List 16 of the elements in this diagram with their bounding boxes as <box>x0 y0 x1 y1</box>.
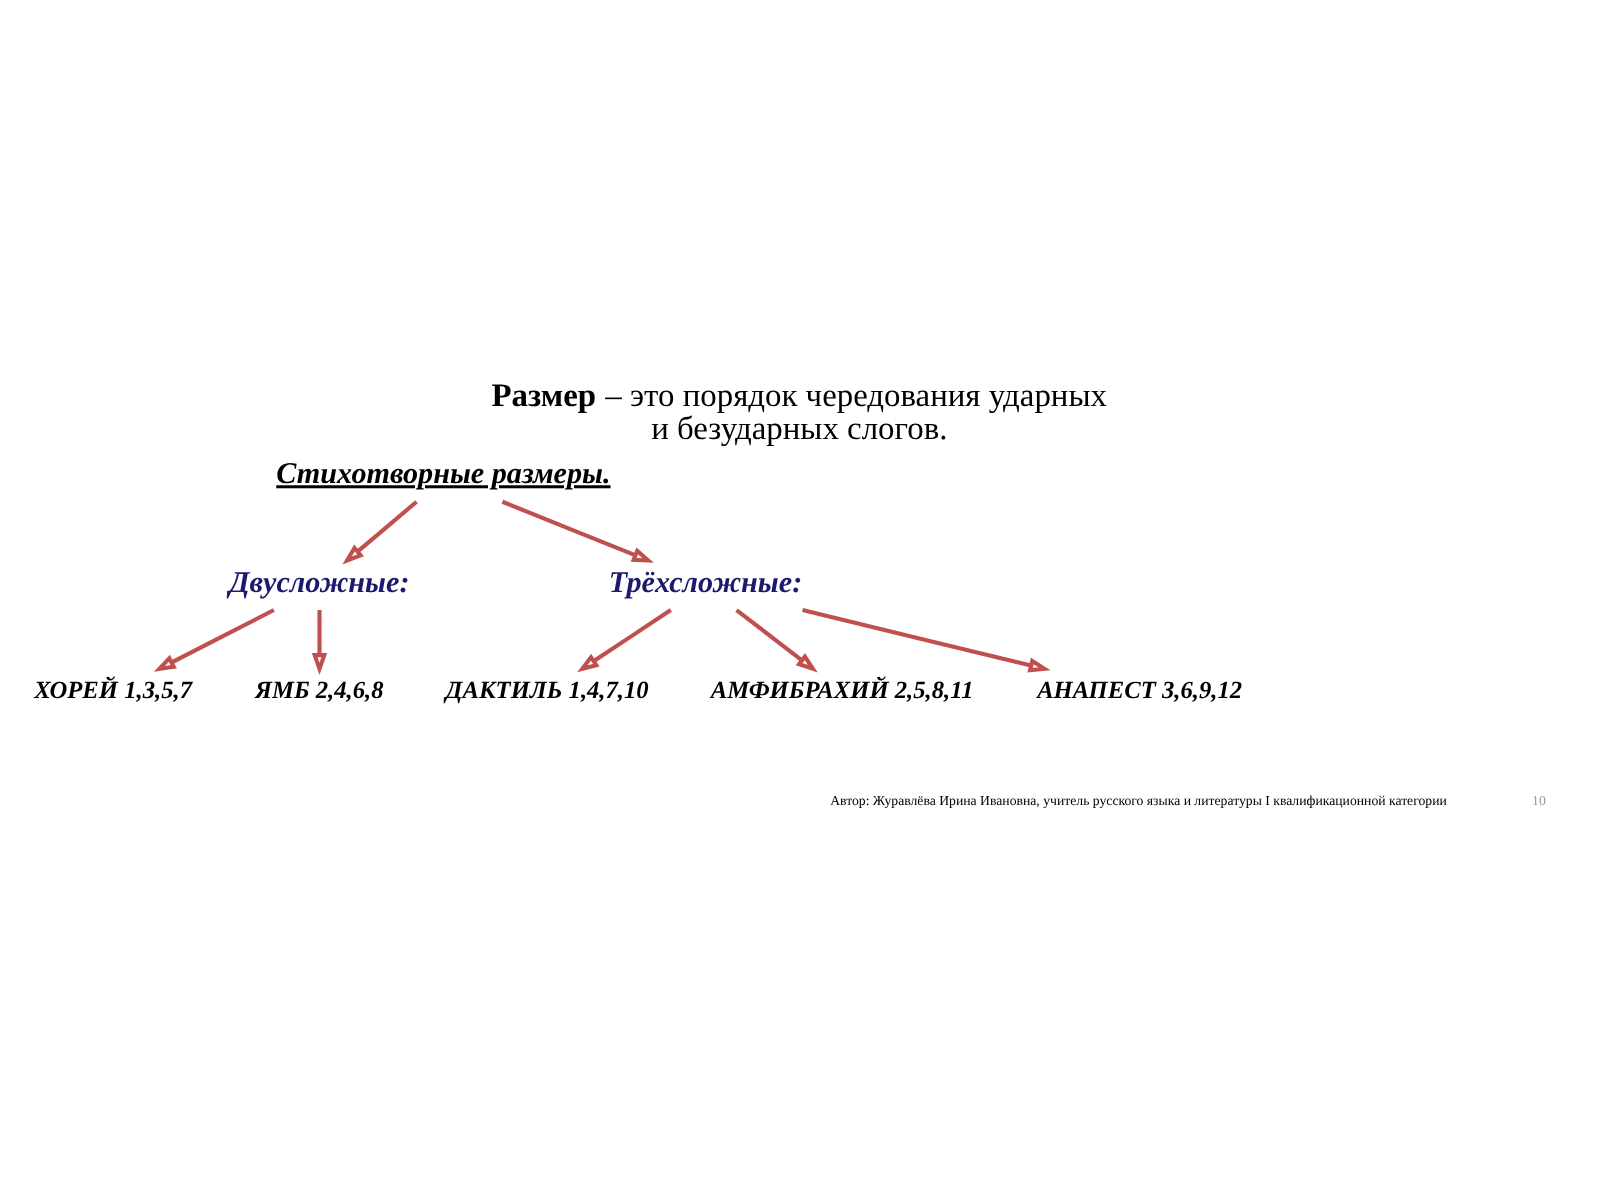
arrow <box>153 607 275 671</box>
node-text: ХОРЕЙ 1,3,5,7 <box>34 675 192 704</box>
arrow <box>311 609 328 675</box>
arrow <box>342 499 418 564</box>
arrow <box>735 607 818 672</box>
node-text: Стихотворные размеры. <box>276 458 611 491</box>
arrow <box>577 607 672 672</box>
node-text: АНАПЕСТ 3,6,9,12 <box>1037 675 1243 704</box>
node-text: ДАКТИЛЬ 1,4,7,10 <box>445 675 649 704</box>
diagram-title: Размер – это порядок чередования ударных и безударных слогов. <box>491 374 1107 446</box>
arrow <box>501 498 654 562</box>
node-text: Трёхсложные: <box>608 566 803 599</box>
arrow <box>802 607 1051 672</box>
node-text: АМФИБРАХИЙ 2,5,8,11 <box>710 675 974 704</box>
node-text: ЯМБ 2,4,6,8 <box>255 675 384 704</box>
node-text: Двусложные: <box>229 566 410 599</box>
